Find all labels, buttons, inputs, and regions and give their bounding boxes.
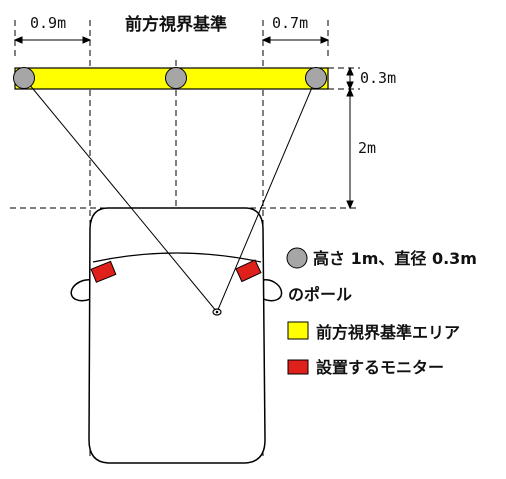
left-width-label: 0.9m — [30, 14, 66, 32]
legend-pole-label: 高さ 1m、直径 0.3m — [313, 249, 477, 268]
left-monitor — [90, 260, 117, 283]
legend-pole-label-continued: のポール — [288, 285, 352, 304]
right-width-label: 0.7m — [272, 14, 308, 32]
legend-area-label: 前方視界基準エリア — [316, 323, 460, 342]
pole-diameter-arrowhead-top — [346, 66, 354, 76]
top-dimension-arrows — [13, 36, 330, 44]
distance-arrowhead-top — [346, 87, 354, 97]
windshield-line — [92, 252, 262, 263]
vehicle-body — [88, 207, 266, 464]
left-width-arrowhead-left — [13, 36, 23, 44]
right-dimension-arrows — [346, 66, 354, 210]
legend-pole-icon — [286, 247, 308, 269]
eye-point-center — [215, 310, 219, 314]
legend-monitor-label: 設置するモニター — [316, 358, 444, 377]
right-monitor — [235, 259, 262, 283]
pole-diameter-label: 0.3m — [360, 69, 396, 87]
pole-diameter-arrowhead-bottom — [346, 81, 354, 91]
legend-monitor-swatch — [287, 359, 309, 375]
sight-line-left — [23, 77, 218, 313]
vehicle — [70, 207, 283, 464]
legend-area-swatch — [287, 321, 309, 340]
pole-center — [165, 67, 187, 89]
diagram-title: 前方視界基準 — [125, 14, 227, 35]
sight-line-right — [216, 77, 317, 313]
distance-label: 2m — [358, 139, 376, 157]
pole-right — [305, 67, 327, 89]
legend: 高さ 1m、直径 0.3m のポール 前方視界基準エリア 設置するモニター — [286, 247, 477, 377]
right-width-arrowhead-right — [320, 36, 330, 44]
sight-lines — [23, 77, 317, 313]
right-width-arrowhead-left — [261, 36, 271, 44]
pole-left — [13, 67, 35, 89]
distance-arrowhead-bottom — [346, 200, 354, 210]
left-width-arrowhead-right — [82, 36, 92, 44]
